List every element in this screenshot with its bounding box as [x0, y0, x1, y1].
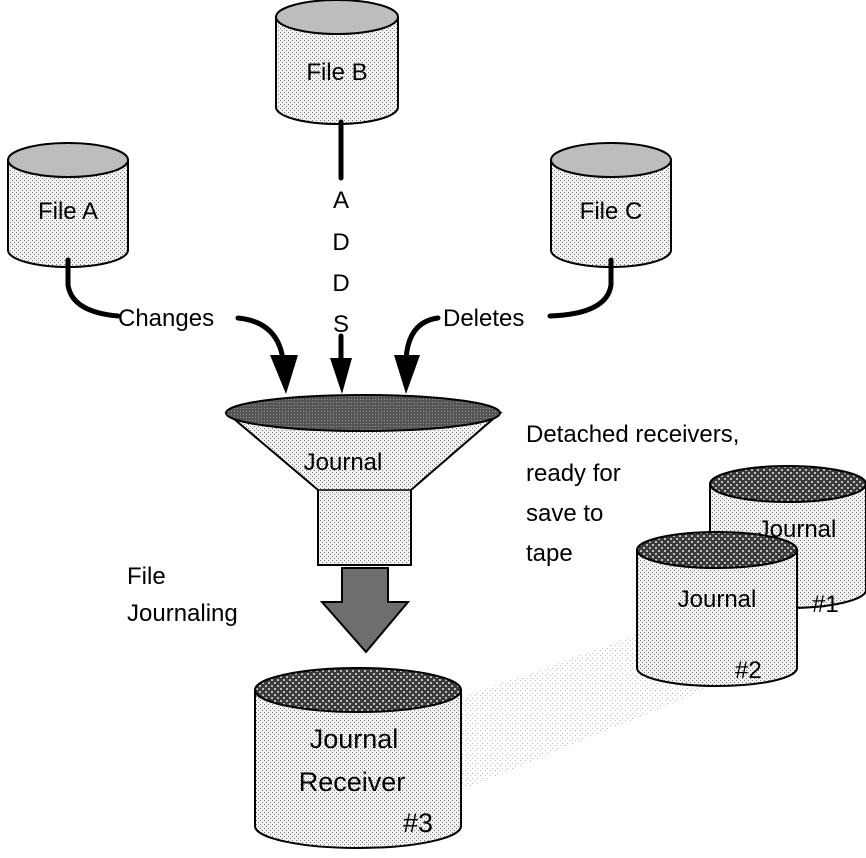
deletes-label: Deletes: [443, 305, 524, 332]
funnel-down-arrow: [319, 567, 411, 654]
adds-letter-3: D: [332, 270, 349, 297]
file-a-connector: [65, 257, 121, 319]
file-b-label: File B: [306, 59, 367, 86]
file-b-cylinder: File B: [275, 0, 399, 125]
adds-letter-1: A: [333, 187, 349, 214]
deletes-arrow-line: [403, 315, 441, 363]
file-c-connector: [547, 257, 614, 319]
file-a-label: File A: [38, 198, 98, 225]
receiver-3-line-1: Journal: [310, 724, 399, 754]
adds-arrowhead: [330, 358, 352, 394]
adds-letter-4: S: [333, 311, 349, 338]
detached-note-line-1: Detached receivers,: [526, 421, 739, 448]
funnel-label: Journal: [304, 449, 383, 476]
detached-receiver-2: Journal #2: [636, 531, 798, 687]
changes-arrow-line: [235, 315, 286, 363]
file-a-cylinder: File A: [7, 142, 129, 268]
detached-note-line-2: ready for: [526, 460, 621, 487]
file-c-cylinder: File C: [550, 142, 672, 268]
detached-note-line-4: tape: [526, 540, 573, 567]
deletes-arrowhead: [394, 355, 420, 394]
journal-receiver-3: Journal Receiver #3: [254, 667, 462, 849]
receiver-2-number: #2: [735, 657, 762, 684]
changes-label: Changes: [118, 305, 214, 332]
receiver-3-line-2: Receiver: [299, 767, 406, 797]
receiver-2-label: Journal: [678, 586, 757, 613]
file-journaling-line-1: File: [127, 563, 166, 590]
file-journaling-line-2: Journaling: [127, 600, 238, 627]
changes-arrowhead: [270, 355, 298, 394]
receiver-1-number: #1: [812, 591, 839, 618]
adds-letter-2: D: [332, 229, 349, 256]
receiver-3-number: #3: [403, 808, 433, 838]
detached-note-line-3: save to: [526, 500, 603, 527]
file-c-label: File C: [580, 198, 643, 225]
journal-funnel: Journal: [224, 394, 503, 566]
